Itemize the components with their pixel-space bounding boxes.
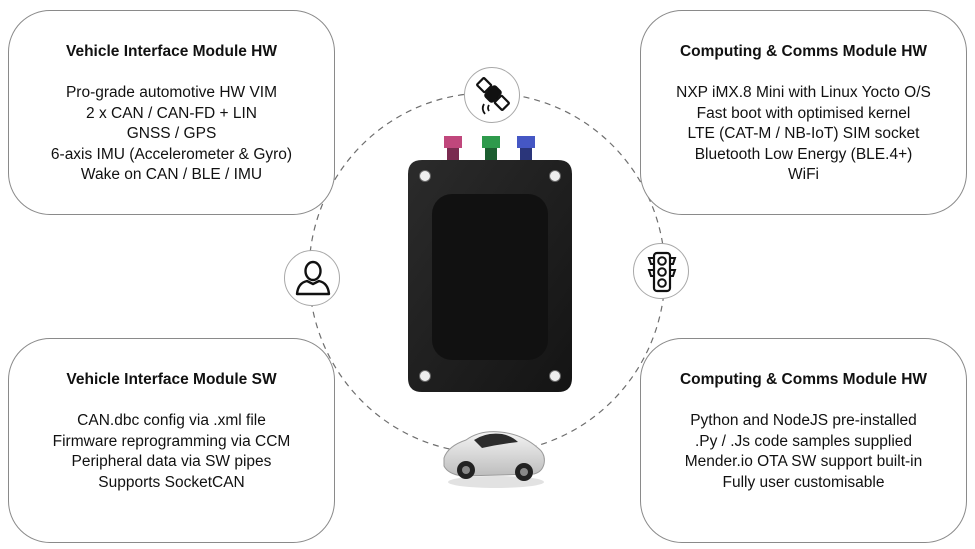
- vim-hw-line: Pro-grade automotive HW VIM: [65, 84, 278, 101]
- screw: [549, 370, 561, 382]
- vim-sw-card: Vehicle Interface Module SW CAN.dbc conf…: [8, 338, 335, 543]
- satellite-icon: [476, 77, 510, 115]
- vim-sw-line: Peripheral data via SW pipes: [71, 453, 272, 470]
- ccm-hw-line: WiFi: [788, 166, 819, 183]
- ccm-sw-line: Fully user customisable: [722, 473, 885, 491]
- vim-hw-list: Pro-grade automotive HW VIM 2 x CAN / CA…: [9, 83, 334, 186]
- vim-sw-title: Vehicle Interface Module SW: [66, 371, 277, 388]
- vim-hw-line: GNSS / GPS: [126, 125, 217, 142]
- connector-pink: [444, 136, 462, 160]
- traffic-light-icon-badge: [633, 243, 689, 299]
- user-icon: [295, 260, 331, 296]
- vim-hw-title: Vehicle Interface Module HW: [65, 43, 278, 60]
- screw: [419, 370, 431, 382]
- ccm-hw-line: Fast boot with optimised kernel: [696, 104, 911, 122]
- vim-sw-list: CAN.dbc config via .xml file Firmware re…: [9, 411, 334, 493]
- ccm-hw-line: LTE (CAT-M / NB-IoT) SIM socket: [687, 125, 920, 142]
- screw: [549, 170, 561, 182]
- ccm-sw-list: Python and NodeJS pre-installed .Py / .J…: [641, 411, 966, 493]
- traffic-light-icon: [647, 251, 677, 293]
- ccm-sw-line: .Py / .Js code samples supplied: [694, 432, 913, 450]
- vim-sw-line: CAN.dbc config via .xml file: [77, 412, 266, 429]
- ccm-hw-line: NXP iMX.8 Mini with Linux Yocto O/S: [676, 84, 931, 101]
- ccm-hw-line: Bluetooth Low Energy (BLE.4+): [694, 145, 913, 163]
- vim-hw-card: Vehicle Interface Module HW Pro-grade au…: [8, 10, 335, 215]
- ccm-hw-list: NXP iMX.8 Mini with Linux Yocto O/S Fast…: [641, 83, 966, 186]
- connector-blue: [517, 136, 535, 160]
- vim-hw-line: 6-axis IMU (Accelerometer & Gyro): [50, 145, 293, 163]
- ccm-sw-title: Computing & Comms Module HW: [679, 371, 928, 388]
- vim-sw-line: Supports SocketCAN: [98, 473, 245, 491]
- device-icon: [408, 136, 572, 392]
- ccm-hw-card: Computing & Comms Module HW NXP iMX.8 Mi…: [640, 10, 967, 215]
- ccm-sw-card: Computing & Comms Module HW Python and N…: [640, 338, 967, 543]
- ccm-hw-title: Computing & Comms Module HW: [679, 43, 928, 60]
- user-icon-badge: [284, 250, 340, 306]
- satellite-icon-badge: [464, 67, 520, 123]
- vim-hw-line: Wake on CAN / BLE / IMU: [80, 166, 263, 183]
- connector-green: [482, 136, 500, 160]
- ccm-sw-line: Python and NodeJS pre-installed: [690, 412, 917, 429]
- screw: [419, 170, 431, 182]
- car-windshield: [474, 433, 518, 448]
- vim-sw-line: Firmware reprogramming via CCM: [52, 432, 291, 450]
- car-icon: [443, 431, 545, 488]
- car-wheel: [520, 468, 528, 476]
- device-face-panel: [432, 194, 548, 360]
- vim-hw-line: 2 x CAN / CAN-FD + LIN: [86, 104, 257, 122]
- car-wheel: [462, 466, 470, 474]
- ccm-sw-line: Mender.io OTA SW support built-in: [684, 453, 923, 470]
